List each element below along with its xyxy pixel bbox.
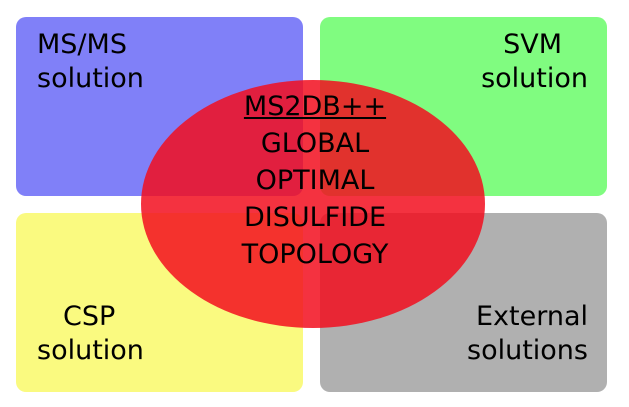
external-line1: External (475, 301, 588, 332)
center-line-2: OPTIMAL (255, 165, 375, 196)
center-line-4: TOPOLOGY (241, 239, 389, 270)
center-line-3: DISULFIDE (243, 202, 387, 233)
csp-solution-label: CSP solution (37, 300, 144, 368)
central-text: MS2DB++ GLOBAL OPTIMAL DISULFIDE TOPOLOG… (201, 88, 429, 273)
center-title: MS2DB++ (243, 91, 387, 122)
ms-ms-solution-label: MS/MS solution (37, 28, 144, 96)
svm-solution-label: SVM solution (478, 28, 588, 96)
central-ellipse-shape (141, 80, 485, 328)
svm-line2: solution (481, 63, 588, 94)
csp-line2: solution (37, 335, 144, 366)
ms-ms-line1: MS/MS (37, 29, 127, 60)
external-solutions-label: External solutions (462, 300, 588, 368)
center-line-1: GLOBAL (260, 128, 370, 159)
csp-line1: CSP (63, 301, 116, 332)
external-line2: solutions (467, 335, 588, 366)
ms-ms-line2: solution (37, 63, 144, 94)
svm-line1: SVM (503, 29, 562, 60)
